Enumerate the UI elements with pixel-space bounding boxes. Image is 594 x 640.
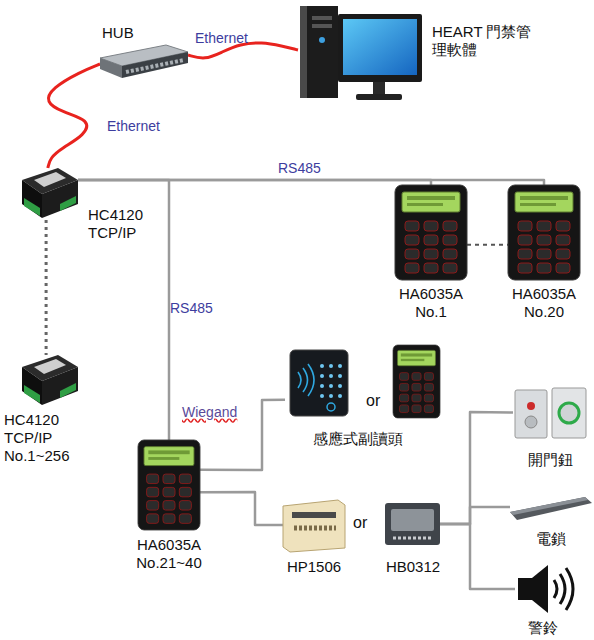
power-supply-terminals [294,526,336,531]
device-label: HA6035A No.1 [391,285,471,321]
reader-key [320,394,324,398]
hub-device: HUB [100,48,188,80]
power-led [319,37,325,43]
monitor-base [356,94,402,100]
tcpip-converter [22,355,78,405]
power-supply-strip [292,512,336,518]
computer-device: HEART 門禁管理軟體 [298,5,423,105]
exit-button [525,416,537,428]
alternative-word: or [366,392,380,410]
access-keypad [395,185,467,280]
converter-device: HC4120 TCP/IP No.1~256 [20,355,78,407]
lock-device: 電鎖 [510,492,592,522]
power-wire [200,492,283,525]
drive-bay [312,24,332,28]
keypad-reader [393,345,440,418]
reader-indicator [327,403,335,411]
alternative-word: or [353,514,367,532]
reader-key [320,384,324,388]
exit-button-plate [515,390,547,438]
chain-dotted-line [45,220,48,355]
rs485-bus [78,180,169,440]
output-wire [440,412,513,524]
output-wire [440,524,515,589]
signal-label: RS485 [278,160,321,177]
exit-button-plate [552,388,586,438]
monitor-frame [338,14,422,82]
signal-label: RS485 [170,300,213,317]
device-label: HA6035A No.21~40 [126,536,212,572]
ethernet-cable [48,64,100,168]
device-label: HUB [102,24,162,42]
device-label: HC4120 TCP/IP No.1~256 [4,411,84,465]
reader-group: 感應式副讀頭 [285,345,445,420]
exit-button-led [527,402,535,410]
reader-key [329,364,333,368]
monitor-stand [373,82,385,94]
proximity-reader [290,350,348,416]
keypad-device: HA6035A No.1 [395,185,467,280]
device-label: 警鈴 [515,619,570,637]
exit-button-device: 開門鈕 [513,385,588,440]
monitor-screen [343,19,417,75]
tcpip-converter [22,168,78,218]
reader-key [329,394,333,398]
reader-key [329,374,333,378]
device-label: 感應式副讀頭 [285,430,430,448]
drive-bay [312,16,332,20]
hub-front [122,52,188,78]
reader-key [338,394,342,398]
reader-keys [320,364,342,398]
hub-ports [126,60,184,72]
output-wire [440,507,510,524]
reader-key [320,364,324,368]
device-label: 開門鈕 [513,451,588,469]
pc-tower-side [300,6,307,98]
access-keypad [508,185,580,280]
converter-device: HC4120 TCP/IP [20,168,78,220]
keypad-device: HA6035A No.20 [508,185,580,280]
rfid-wave-icon [298,364,314,396]
access-keypad [138,440,200,530]
reader-key [338,364,342,368]
power-supply-box [283,500,345,552]
chain-dashed-line [467,244,508,246]
reader-key [338,384,342,388]
relay-panel [391,509,434,531]
signal-label: Ethernet [195,30,248,47]
reader-key [320,374,324,378]
device-label: HC4120 TCP/IP [88,206,152,242]
reader-key [329,384,333,388]
signal-label: Ethernet [107,118,160,135]
signal-label: Wiegand [182,404,237,421]
relay-box [385,503,440,545]
pc-tower [300,6,338,98]
device-label: HB0312 [373,558,453,576]
speaker-cone [532,565,548,613]
reader-key [338,374,342,378]
magnetic-lock [510,497,592,520]
device-label: 電鎖 [510,530,592,548]
device-label: HP1506 [274,558,354,576]
sound-waves [554,568,573,610]
relay-terminals [393,537,432,540]
hub-side [100,58,122,78]
exit-button [559,403,579,423]
speaker-body [518,578,532,600]
relay-device: HB0312 [385,503,440,545]
device-label: HA6035A No.20 [504,285,584,321]
magnetic-lock-top [510,497,588,515]
device-label: HEART 門禁管理軟體 [432,23,532,59]
keypad-device: HA6035A No.21~40 [138,440,200,530]
power-supply-device: HP1506 [283,500,345,550]
alarm-device: 警鈴 [515,565,570,613]
